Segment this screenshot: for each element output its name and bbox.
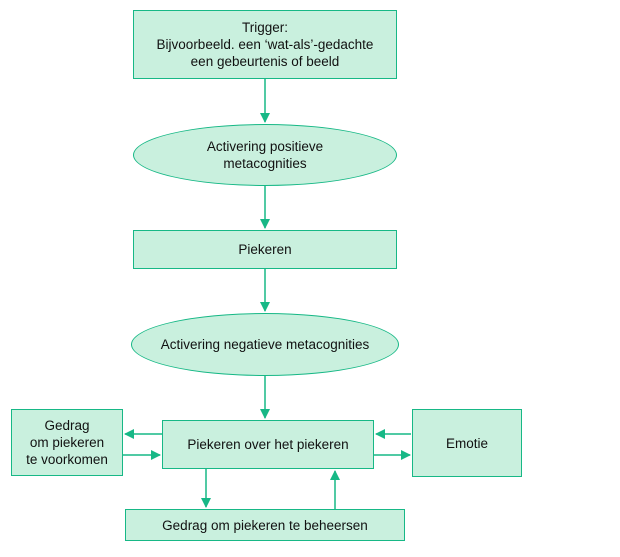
trigger-box: Trigger: Bijvoorbeeld. een ‘wat-als’-ged… — [133, 10, 397, 79]
avoid-line-2: om piekeren — [29, 435, 105, 450]
positive-meta-line-2: metacognities — [223, 156, 307, 171]
avoid-line-3: te voorkomen — [26, 452, 108, 467]
worry-box: Piekeren — [133, 230, 397, 269]
negative-metacognitions-ellipse: Activering negatieve metacognities — [131, 313, 399, 376]
worry-label: Piekeren — [238, 242, 292, 257]
negative-meta-label: Activering negatieve metacognities — [160, 337, 370, 352]
control-behavior-label: Gedrag om piekeren te beheersen — [162, 517, 368, 533]
avoid-behavior-box: Gedrag om piekeren te voorkomen — [11, 409, 123, 476]
emotion-box: Emotie — [412, 409, 522, 477]
trigger-line-2: Bijvoorbeeld. een ‘wat-als’-gedachte — [156, 37, 374, 52]
worry-about-worry-label: Piekeren over het piekeren — [187, 437, 349, 452]
avoid-line-1: Gedrag — [44, 418, 90, 433]
worry-about-worry-box: Piekeren over het piekeren — [162, 420, 374, 469]
control-behavior-box: Gedrag om piekeren te beheersen — [125, 509, 405, 541]
positive-meta-line-1: Activering positieve — [206, 139, 324, 154]
positive-metacognitions-ellipse: Activering positieve metacognities — [133, 124, 397, 186]
emotion-label: Emotie — [445, 435, 489, 451]
trigger-line-1: Trigger: — [241, 20, 288, 35]
trigger-line-3: een gebeurtenis of beeld — [190, 54, 340, 69]
